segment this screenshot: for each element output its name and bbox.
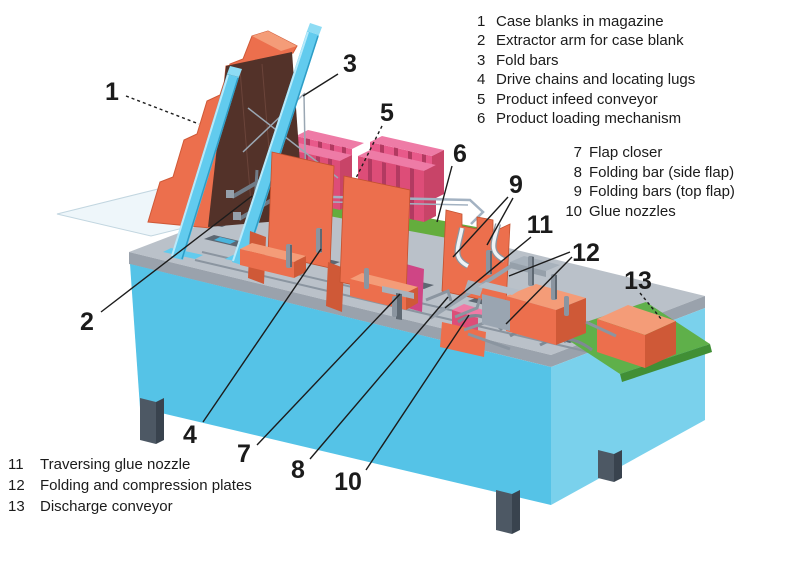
legend-item-label: Discharge conveyor: [40, 498, 173, 515]
legend-item-4: 4 Drive chains and locating lugs: [477, 71, 695, 90]
magazine-rails: [163, 23, 322, 266]
compression-station: [457, 256, 617, 352]
callout-line-10: [365, 314, 470, 471]
legend-item-3: 3 Fold bars: [477, 52, 695, 71]
callout-number-2: 2: [80, 308, 94, 336]
legend-item-label: Product loading mechanism: [496, 109, 682, 127]
callout-number-3: 3: [343, 50, 357, 78]
legend-item-12: 12 Folding and compression plates: [8, 477, 252, 498]
callout-number-4: 4: [183, 421, 197, 449]
callout-number-11: 11: [527, 211, 554, 239]
legend-item-label: Flap closer: [589, 144, 663, 161]
callout-line-1: [125, 95, 200, 125]
legend-item-5: 5 Product infeed conveyor: [477, 91, 695, 110]
callout-line-9: [452, 196, 509, 258]
callout-number-12: 12: [572, 239, 600, 267]
legend-item-1: 1 Case blanks in magazine: [477, 13, 695, 32]
legend-item-label: Folding bars (top flap): [589, 183, 735, 201]
legend-item-number: 7: [573, 144, 582, 161]
callout-number-7: 7: [237, 440, 251, 468]
callout-line-6: [436, 165, 453, 223]
callout-number-9: 9: [509, 171, 523, 199]
legend-item-number: 5: [477, 90, 486, 108]
legend-item-number: 12: [8, 477, 25, 494]
legend-item-number: 3: [477, 51, 486, 69]
legend-item-label: Traversing glue nozzle: [40, 456, 191, 473]
callout-line-12: [505, 256, 573, 325]
legend-item-10: 10 Glue nozzles: [560, 203, 735, 223]
legend-item-11: 11 Traversing glue nozzle: [8, 456, 252, 477]
callout-line-5: [355, 125, 383, 179]
legend-item-6: 6 Product loading mechanism: [477, 110, 695, 129]
legend-item-number: 1: [477, 13, 486, 30]
callout-number-6: 6: [453, 140, 467, 168]
legend-item-number: 2: [477, 32, 486, 50]
legend-item-label: Case blanks in magazine: [496, 13, 664, 30]
callout-line-8: [309, 296, 449, 460]
legend-item-13: 13 Discharge conveyor: [8, 498, 252, 519]
legend-item-2: 2 Extractor arm for case blank: [477, 32, 695, 51]
callout-number-10: 10: [334, 468, 362, 496]
legend-item-number: 11: [8, 456, 24, 473]
legend-item-label: Folding and compression plates: [40, 477, 252, 494]
callout-line-7: [256, 293, 401, 446]
callout-number-5: 5: [380, 99, 394, 127]
callout-line-3: [302, 73, 339, 97]
legend-top: 1 Case blanks in magazine 2 Extractor arm f…: [477, 13, 695, 129]
callout-leader-lines: [100, 73, 663, 471]
legend-item-label: Glue nozzles: [589, 202, 676, 220]
machine-legs: [140, 398, 622, 534]
discharge-case: [597, 305, 676, 368]
legend-item-label: Fold bars: [496, 51, 559, 69]
legend-item-number: 4: [477, 71, 486, 89]
callout-number-8: 8: [291, 456, 305, 484]
legend-item-number: 6: [477, 109, 486, 127]
legend-item-number: 9: [573, 183, 582, 201]
legend-item-7: 7 Flap closer: [560, 144, 735, 164]
legend-middle: 7 Flap closer 8 Folding bar (side flap) 9 Fol…: [560, 144, 735, 222]
locating-lugs: [286, 228, 569, 317]
legend-item-number: 13: [8, 498, 25, 515]
callout-line-11: [444, 236, 532, 309]
callout-line-12: [508, 251, 571, 277]
legend-item-number: 10: [565, 202, 582, 220]
callout-line-4: [202, 248, 322, 423]
legend-item-9: 9 Folding bars (top flap): [560, 183, 735, 203]
callout-number-1: 1: [105, 78, 119, 106]
legend-item-8: 8 Folding bar (side flap): [560, 164, 735, 184]
flap-closer: [382, 286, 414, 320]
legend-item-label: Folding bar (side flap): [589, 163, 735, 181]
callout-line-9: [486, 197, 514, 246]
callout-number-13: 13: [624, 267, 652, 295]
callout-line-2: [100, 195, 253, 313]
legend-item-label: Extractor arm for case blank: [496, 32, 684, 50]
legend-bottom: 11 Traversing glue nozzle 12 Folding and co…: [8, 456, 252, 519]
legend-item-label: Product infeed conveyor: [496, 90, 658, 108]
legend-item-number: 8: [573, 163, 582, 181]
legend-item-label: Drive chains and locating lugs: [496, 71, 696, 89]
